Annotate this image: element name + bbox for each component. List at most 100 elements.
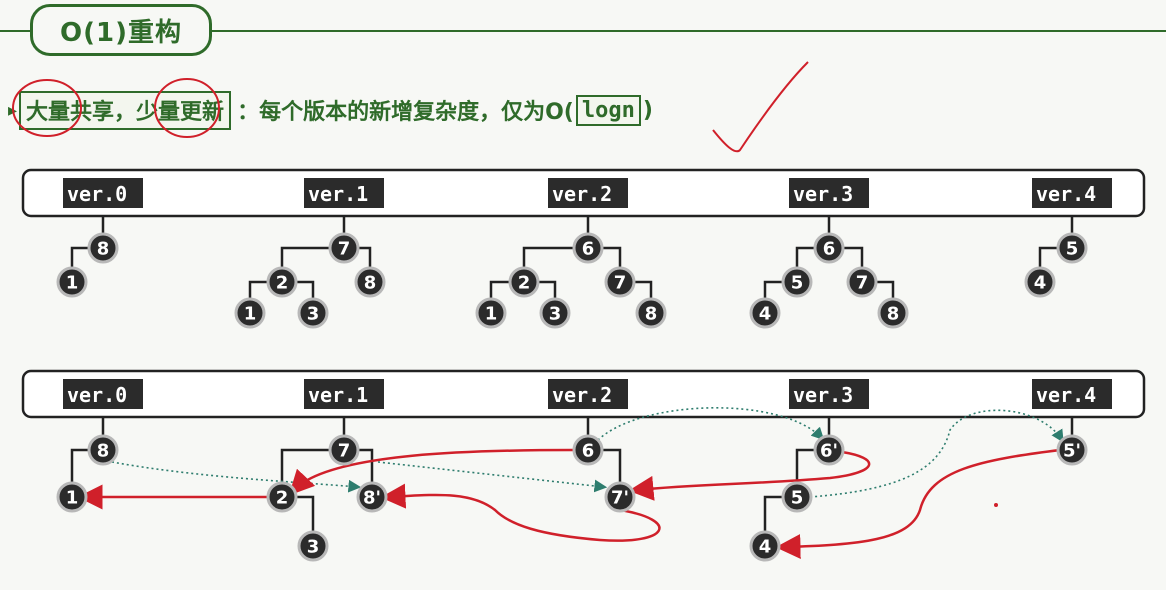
subtitle-close: ) bbox=[642, 97, 653, 123]
tree-node: 8' bbox=[356, 481, 388, 513]
svg-text:5: 5 bbox=[791, 488, 804, 509]
version-label-top-4: ver.4 bbox=[1032, 178, 1112, 208]
svg-text:8: 8 bbox=[887, 304, 900, 325]
svg-text:1: 1 bbox=[485, 304, 498, 325]
version-label-bottom-3: ver.3 bbox=[789, 379, 869, 409]
svg-text:ver.1: ver.1 bbox=[308, 182, 368, 206]
version-label-top-1: ver.1 bbox=[304, 178, 384, 208]
svg-text:3: 3 bbox=[307, 304, 320, 325]
ink-circle-annotation bbox=[154, 78, 220, 138]
tree-node: 1 bbox=[234, 297, 266, 329]
svg-text:7: 7 bbox=[338, 441, 351, 462]
tree-node: 2 bbox=[266, 481, 298, 513]
tree-node: 8 bbox=[354, 266, 386, 298]
svg-text:6: 6 bbox=[582, 441, 595, 462]
svg-text:3: 3 bbox=[307, 537, 320, 558]
tree-node: 1 bbox=[475, 297, 507, 329]
svg-text:ver.4: ver.4 bbox=[1036, 383, 1096, 407]
version-label-bottom-2: ver.2 bbox=[548, 379, 628, 409]
svg-text:2: 2 bbox=[518, 273, 531, 294]
svg-text:ver.2: ver.2 bbox=[552, 383, 612, 407]
version-label-top-3: ver.3 bbox=[789, 178, 869, 208]
tree-node: 6 bbox=[813, 232, 845, 264]
tree-node: 7 bbox=[604, 266, 636, 298]
svg-text:2: 2 bbox=[276, 273, 289, 294]
tree-node: 5 bbox=[1056, 232, 1088, 264]
svg-text:2: 2 bbox=[276, 488, 289, 509]
red-arrow bbox=[288, 448, 575, 496]
svg-text:8: 8 bbox=[97, 239, 110, 260]
tree-node: 6 bbox=[572, 434, 604, 466]
tree-node: 3 bbox=[297, 530, 329, 562]
ink-check-mark bbox=[712, 61, 809, 153]
tree-node: 8 bbox=[87, 434, 119, 466]
tree-node: 1 bbox=[56, 266, 88, 298]
tree-node: 7' bbox=[604, 481, 636, 513]
svg-text:8': 8' bbox=[363, 488, 381, 509]
tree-node: 7 bbox=[328, 434, 360, 466]
svg-text:8: 8 bbox=[364, 273, 377, 294]
tree-node: 3 bbox=[539, 297, 571, 329]
tree-node: 4 bbox=[749, 530, 781, 562]
tree-node: 7 bbox=[846, 266, 878, 298]
red-arrow bbox=[628, 450, 871, 501]
svg-text:6: 6 bbox=[823, 239, 836, 260]
svg-text:ver.2: ver.2 bbox=[552, 182, 612, 206]
version-label-top-2: ver.2 bbox=[548, 178, 628, 208]
tree-node: 2 bbox=[508, 266, 540, 298]
svg-text:ver.4: ver.4 bbox=[1036, 182, 1096, 206]
complexity-box: logn bbox=[575, 94, 641, 126]
tree-node: 8 bbox=[877, 297, 909, 329]
tree-node: 7 bbox=[328, 232, 360, 264]
tree-node: 6' bbox=[813, 434, 845, 466]
version-label-bottom-4: ver.4 bbox=[1032, 379, 1112, 409]
svg-text:5: 5 bbox=[791, 273, 804, 294]
tree-node: 8 bbox=[635, 297, 667, 329]
tree-node: 3 bbox=[297, 297, 329, 329]
svg-text:1: 1 bbox=[244, 304, 257, 325]
svg-text:5': 5' bbox=[1063, 441, 1081, 462]
tree-node: 2 bbox=[266, 266, 298, 298]
svg-text:6': 6' bbox=[820, 441, 838, 462]
subtitle-text: ：每个版本的新增复杂度，仅为O( bbox=[237, 100, 574, 125]
svg-text:7: 7 bbox=[614, 273, 627, 294]
red-arrow bbox=[775, 448, 1061, 560]
ink-dot bbox=[994, 503, 998, 507]
tree-node: 5' bbox=[1056, 434, 1088, 466]
tree-node: 4 bbox=[749, 297, 781, 329]
title-rule bbox=[0, 30, 1166, 32]
tree-node: 5 bbox=[781, 266, 813, 298]
shared-phrase-box: 大量共享，少量更新 bbox=[19, 90, 232, 130]
svg-text:5: 5 bbox=[1066, 239, 1079, 260]
dotted-arrow bbox=[809, 409, 1064, 498]
svg-text:ver.0: ver.0 bbox=[67, 182, 127, 206]
svg-text:ver.0: ver.0 bbox=[67, 383, 127, 407]
ink-circle-annotation bbox=[12, 79, 82, 137]
version-label-bottom-1: ver.1 bbox=[304, 379, 384, 409]
svg-text:7: 7 bbox=[856, 273, 869, 294]
svg-text:7: 7 bbox=[338, 239, 351, 260]
version-label-top-0: ver.0 bbox=[63, 178, 143, 208]
tree-node: 5 bbox=[781, 481, 813, 513]
svg-text:3: 3 bbox=[549, 304, 562, 325]
svg-text:4: 4 bbox=[759, 304, 772, 325]
svg-text:1: 1 bbox=[66, 273, 79, 294]
tree-node: 6 bbox=[572, 232, 604, 264]
dotted-arrow bbox=[377, 461, 608, 493]
version-label-bottom-0: ver.0 bbox=[63, 379, 143, 409]
svg-text:4: 4 bbox=[759, 537, 772, 558]
tree-node: 4 bbox=[1024, 266, 1056, 298]
svg-text:1: 1 bbox=[66, 488, 79, 509]
dotted-arrow bbox=[111, 461, 362, 493]
svg-text:6: 6 bbox=[582, 239, 595, 260]
svg-text:ver.3: ver.3 bbox=[793, 383, 853, 407]
tree-node: 1 bbox=[56, 481, 88, 513]
svg-text:ver.3: ver.3 bbox=[793, 182, 853, 206]
page-title: O(1)重构 bbox=[30, 4, 212, 56]
subtitle-line: ▸ 大量共享，少量更新 ：每个版本的新增复杂度，仅为O( logn ) bbox=[8, 88, 653, 132]
svg-text:8: 8 bbox=[645, 304, 658, 325]
svg-text:8: 8 bbox=[97, 441, 110, 462]
svg-text:ver.1: ver.1 bbox=[308, 383, 368, 407]
red-arrow bbox=[380, 483, 661, 542]
